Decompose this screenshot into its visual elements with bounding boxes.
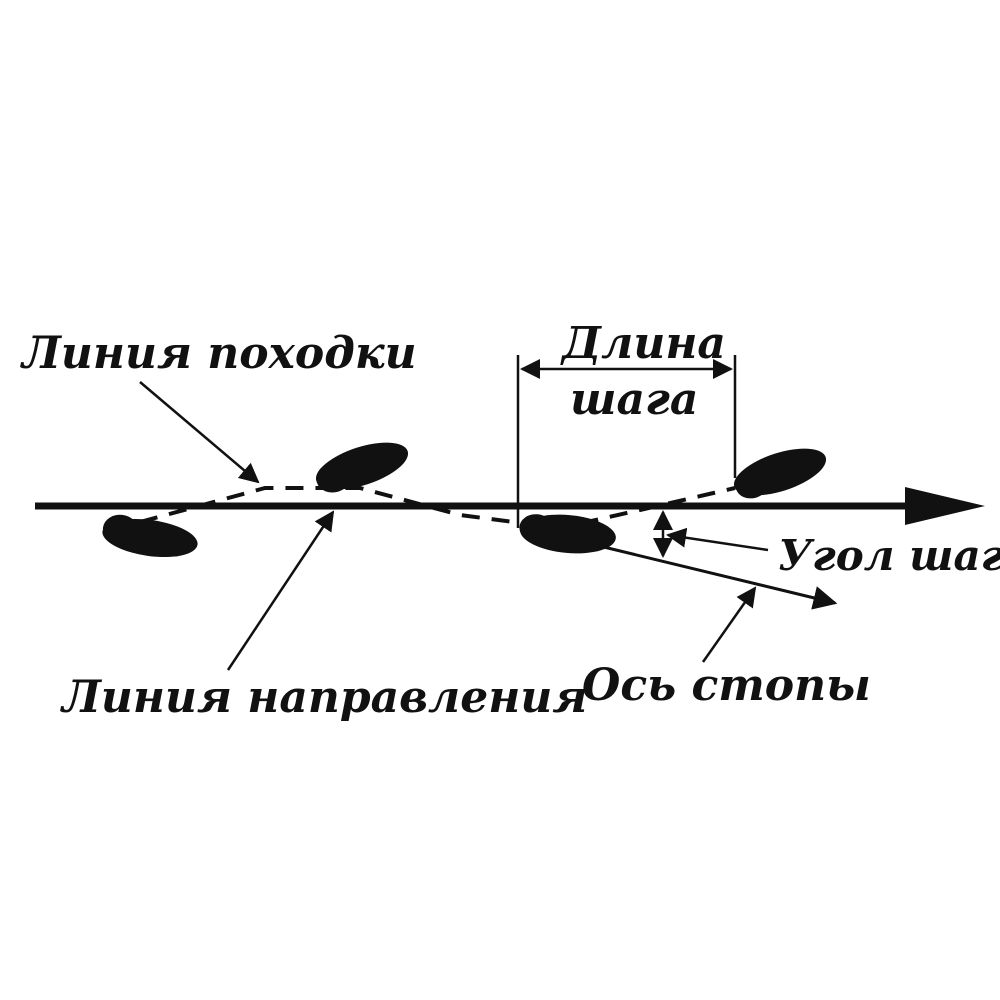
step-length-label-line1: Длина [560,318,726,369]
step-length-label-line2: шага [570,374,698,425]
gait-line [139,486,736,531]
footprint-2 [315,442,409,493]
footprint-4 [733,448,827,499]
direction-line-label: Линия направления [60,672,587,723]
foot-axis-arrow [524,526,838,610]
gait-line-label: Линия походки [20,328,417,379]
step-length-dimension [516,355,737,528]
direction-axis [35,487,985,525]
gait-line-pointer [139,381,260,484]
direction-arrowhead [905,487,985,525]
foot-axis-pointer [701,586,757,663]
step-angle-label: Угол шага [778,531,1000,580]
direction-line-pointer [226,510,335,671]
footprint-3 [519,514,616,554]
footprints [102,442,827,558]
step-angle-pointer [666,527,769,552]
foot-axis-label: Ось стопы [582,660,871,711]
footprint-1 [102,514,198,558]
